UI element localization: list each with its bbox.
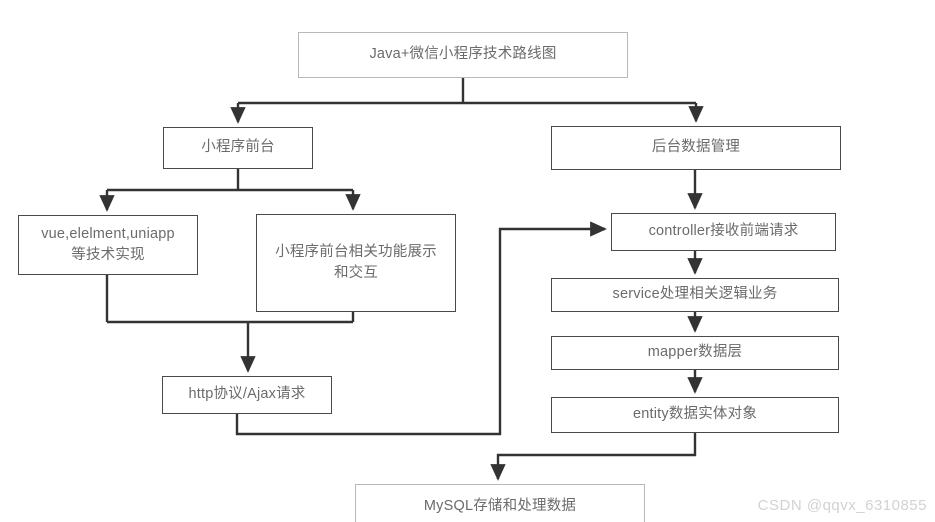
node-controller[interactable]: controller接收前端请求 xyxy=(611,213,836,251)
node-mysql-label: MySQL存储和处理数据 xyxy=(423,498,577,515)
node-http-label: http协议/Ajax请求 xyxy=(188,386,306,403)
node-frontend-label: 小程序前台 xyxy=(201,139,275,156)
node-controller-label: controller接收前端请求 xyxy=(648,223,799,240)
node-backend[interactable]: 后台数据管理 xyxy=(551,126,841,170)
node-mapper[interactable]: mapper数据层 xyxy=(551,336,839,370)
edge-entity-to-mysql xyxy=(490,433,697,481)
node-tech-stack-label: vue,elelment,uniapp 等技术实现 xyxy=(41,225,175,263)
node-service-label: service处理相关逻辑业务 xyxy=(612,286,778,303)
node-features[interactable]: 小程序前台相关功能展示 和交互 xyxy=(256,214,456,312)
node-service[interactable]: service处理相关逻辑业务 xyxy=(551,278,839,312)
node-backend-label: 后台数据管理 xyxy=(651,139,741,156)
node-root[interactable]: Java+微信小程序技术路线图 xyxy=(298,32,628,78)
csdn-watermark: CSDN @qqvx_6310855 xyxy=(757,497,927,514)
node-frontend[interactable]: 小程序前台 xyxy=(163,127,313,169)
node-mapper-label: mapper数据层 xyxy=(647,344,743,361)
node-root-label: Java+微信小程序技术路线图 xyxy=(369,46,557,63)
node-entity[interactable]: entity数据实体对象 xyxy=(551,397,839,433)
node-tech-stack[interactable]: vue,elelment,uniapp 等技术实现 xyxy=(18,215,198,275)
node-http[interactable]: http协议/Ajax请求 xyxy=(162,376,332,414)
node-entity-label: entity数据实体对象 xyxy=(632,406,758,423)
node-features-label: 小程序前台相关功能展示 和交互 xyxy=(275,243,437,281)
node-mysql[interactable]: MySQL存储和处理数据 xyxy=(355,484,645,522)
